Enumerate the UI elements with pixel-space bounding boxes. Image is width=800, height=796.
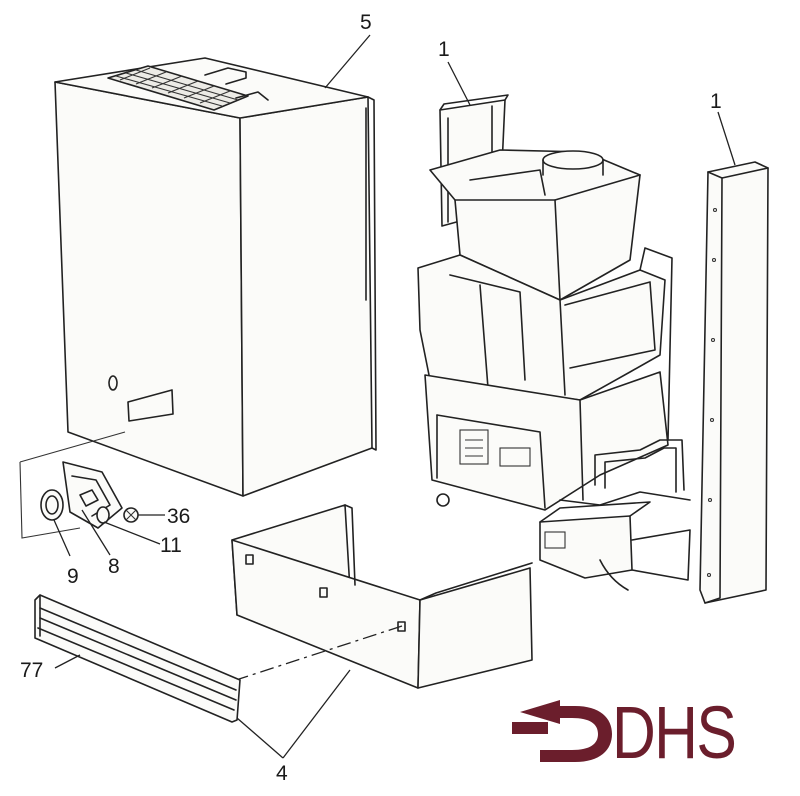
label-part-36: 36 — [167, 505, 191, 528]
label-part-77: 77 — [20, 659, 44, 682]
label-part-1-left: 1 — [438, 38, 450, 61]
label-part-9: 9 — [67, 565, 79, 588]
dhs-logo-mark — [512, 700, 612, 762]
label-part-1-right: 1 — [710, 90, 722, 113]
dhs-logo-text: DHS — [612, 691, 737, 774]
side-panel-right — [699, 161, 769, 604]
boiler-chassis — [417, 149, 691, 591]
bottom-cover-panel — [231, 504, 533, 689]
trim-strip — [34, 594, 241, 723]
leader-lines — [54, 34, 736, 759]
control-bracket-assembly — [40, 461, 165, 557]
label-part-5: 5 — [360, 11, 372, 34]
label-part-8: 8 — [108, 555, 120, 578]
label-part-4: 4 — [276, 762, 288, 785]
front-casing — [54, 57, 377, 497]
label-part-11: 11 — [160, 534, 182, 557]
